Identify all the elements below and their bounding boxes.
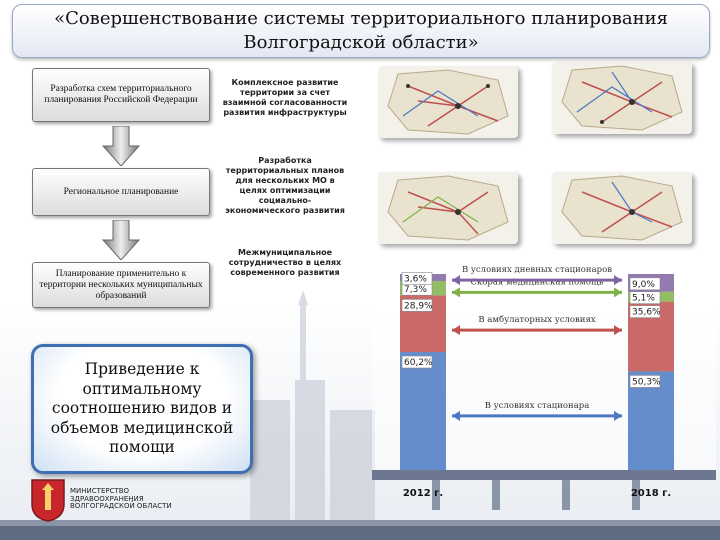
flow-box-regional: Региональное планирование [32,168,210,216]
series-name: В условиях стационара [485,401,590,411]
ministry-line-2: ЗДРАВООХРАНЕНИЯ [70,494,144,503]
ministry-line-1: МИНИСТЕРСТВО [70,487,130,495]
data-label: 7,3% [404,285,427,295]
territory-map [378,66,518,138]
flow-box-federal: Разработка схем территориального планиро… [32,68,210,122]
series-name: Скорая медицинская помощь [470,277,603,287]
data-label: 5,1% [632,294,655,304]
arrowhead [452,410,460,421]
bridge-pillar [492,480,500,510]
desc-regional: Разработка территориальных планов для не… [225,156,345,215]
goal-callout-text: Приведение к оптимальному соотношению ви… [50,360,234,457]
flow-box-municipal: Планирование применительно к территории … [32,262,210,308]
series-name: В амбулаторных условиях [478,314,595,325]
desc-municipal: Межмуниципальное сотрудничество в целях … [228,248,342,277]
flow-box-label: Планирование применительно к территории … [39,268,203,301]
care-structure-chart: 60,2% 28,9% 7,3%3,6% 2012 г. 50,3% 35,6% 5,1% 9… [372,264,716,510]
down-arrow-icon [101,126,141,166]
coat-of-arms-icon [31,479,65,522]
down-arrow-icon [101,220,141,260]
territory-map [552,172,692,244]
data-label: 9,0% [632,280,655,290]
bar-segment [400,352,446,470]
desc-federal: Комплексное развитие территории за счет … [222,78,348,117]
arrowhead [614,410,622,421]
arrowhead [452,275,460,286]
data-label-box [629,375,661,388]
series-name: В условиях дневных стационаров [462,265,612,275]
flow-box-label: Разработка схем территориального планиро… [44,84,198,105]
data-label-box [401,355,433,369]
category-label: 2018 г. [631,488,671,499]
data-label-box [629,277,661,291]
territory-map [552,62,692,134]
data-label: 50,3% [632,377,661,387]
bridge-pillar [632,480,640,510]
data-label-box [629,305,661,318]
data-label: 60,2% [404,358,433,368]
title-line-1: «Совершенствование системы территориальн… [54,8,668,29]
goal-callout: Приведение к оптимальному соотношению ви… [31,344,253,474]
arrowhead [614,325,622,336]
arrowhead [614,275,622,286]
data-label: 3,6% [404,275,427,285]
flow-box-label: Региональное планирование [63,186,179,197]
arrowhead [452,325,460,336]
data-label-box [401,299,433,312]
chart-baseline [372,470,716,480]
arrowhead [452,287,460,298]
bar-segment [628,371,674,470]
data-label: 35,6% [632,308,661,318]
title-line-2: Волгоградской области» [243,32,479,53]
bridge-pillar [562,480,570,510]
page-title: «Совершенствование системы территориальн… [12,4,710,58]
data-label-box [401,272,433,285]
category-label: 2012 г. [403,488,443,499]
arrowhead [614,287,622,298]
territory-map [378,172,518,244]
data-label: 28,9% [404,301,433,311]
ministry-label: МИНИСТЕРСТВО ЗДРАВООХРАНЕНИЯ ВОЛГОГРАДСК… [70,487,172,511]
bridge-pillar [432,480,440,510]
ministry-line-3: ВОЛГОГРАДСКОЙ ОБЛАСТИ [70,502,172,510]
